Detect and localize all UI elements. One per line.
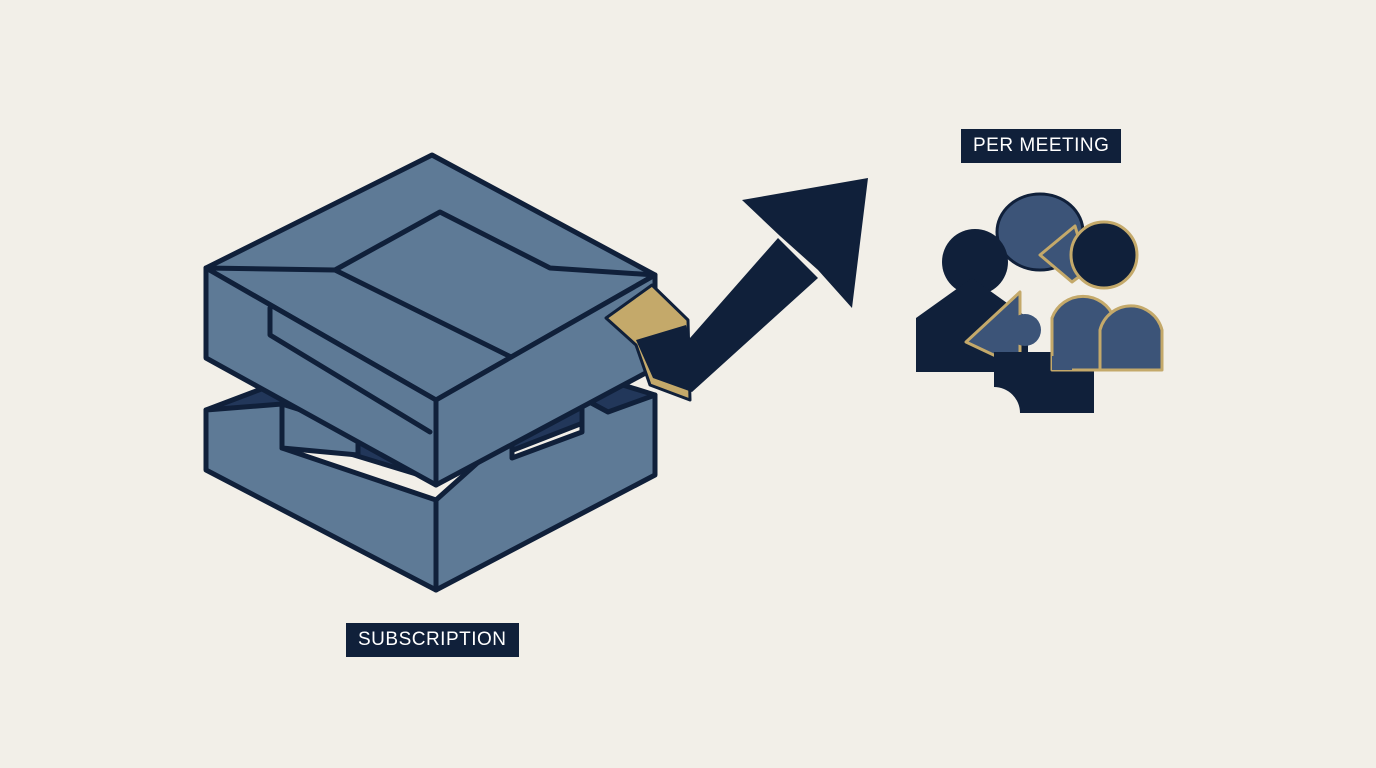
- subscription-label: SUBSCRIPTION: [346, 623, 519, 657]
- per-meeting-label: PER MEETING: [961, 129, 1122, 163]
- people-group-icon: [916, 192, 1164, 413]
- growth-arrow-icon: [604, 178, 868, 402]
- subscription-box-icon: [203, 152, 658, 593]
